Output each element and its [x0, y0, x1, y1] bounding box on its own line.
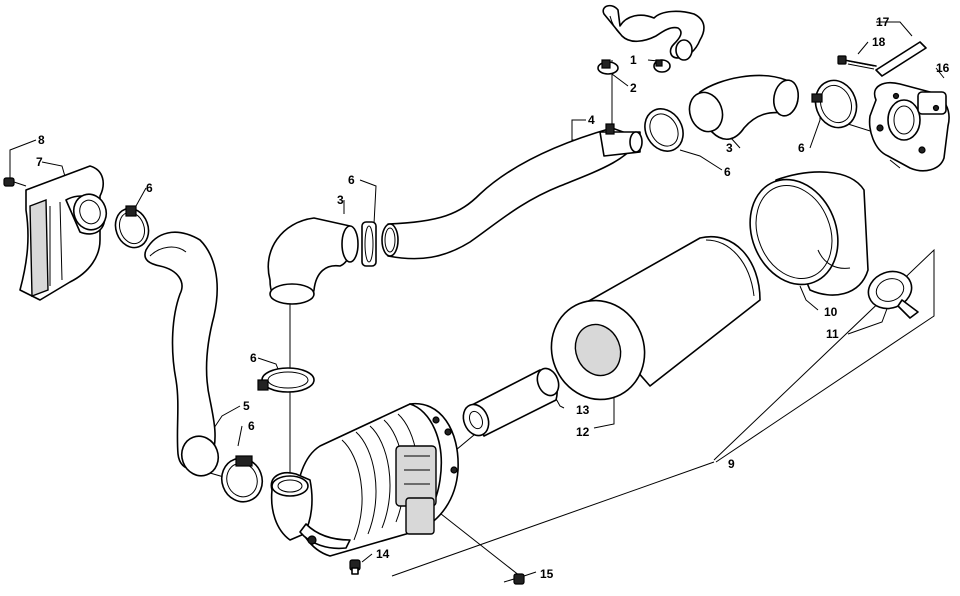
callout-6-right: 6	[798, 141, 805, 155]
elbow-hose-upper	[688, 74, 800, 140]
callout-15: 15	[540, 567, 554, 581]
callout-9: 9	[728, 457, 735, 471]
hose-clamp-left	[114, 205, 150, 249]
callout-12: 12	[576, 425, 590, 439]
callout-3-upper: 3	[726, 141, 733, 155]
callout-2: 2	[630, 81, 637, 95]
callout-6-lower: 6	[248, 419, 255, 433]
leader-lines	[9, 21, 945, 577]
intake-tube	[381, 123, 643, 260]
callout-18: 18	[872, 35, 886, 49]
callout-6-lower-left: 6	[250, 351, 257, 365]
air-filter-element	[550, 235, 761, 401]
long-bent-hose	[144, 231, 220, 477]
housing-bolt	[503, 573, 525, 585]
hose-clamp-right	[811, 79, 858, 129]
filter-end-cap	[867, 270, 919, 319]
bracket-bolt	[3, 177, 27, 187]
callout-14: 14	[376, 547, 390, 561]
callout-11: 11	[826, 327, 839, 341]
hose-clamp-lower	[220, 455, 264, 503]
callout-labels: 1 2 3 3 4 5 6 6 6 6 6 6 6 7 8 9 10 11 12…	[36, 15, 950, 581]
elbow-hose-middle	[267, 217, 359, 305]
callout-4: 4	[588, 113, 595, 127]
callout-1: 1	[630, 53, 637, 67]
small-hose-clamps	[597, 59, 671, 75]
callout-7: 7	[36, 155, 43, 169]
vent-hose	[602, 4, 705, 61]
callout-16: 16	[936, 61, 950, 75]
callout-6-left: 6	[146, 181, 153, 195]
callout-6-middle: 6	[348, 173, 355, 187]
callout-10: 10	[824, 305, 838, 319]
callout-6-coupler: 6	[724, 165, 731, 179]
pre-filter-sleeve	[749, 171, 869, 296]
inner-filter-element	[462, 367, 560, 437]
callout-17: 17	[876, 15, 890, 29]
drain-plug	[349, 559, 361, 575]
throttle-body	[868, 82, 950, 172]
callout-5: 5	[243, 399, 250, 413]
callout-13: 13	[576, 403, 590, 417]
intake-bracket	[19, 165, 108, 301]
hose-clamp-lower-left	[257, 367, 315, 393]
callout-8: 8	[38, 133, 45, 147]
air-box-housing	[270, 402, 459, 557]
throttle-plate-and-screw	[837, 41, 927, 77]
coupler-ring-upper	[644, 108, 684, 152]
coupler-ring-middle	[361, 221, 377, 267]
callout-3-middle: 3	[337, 193, 344, 207]
